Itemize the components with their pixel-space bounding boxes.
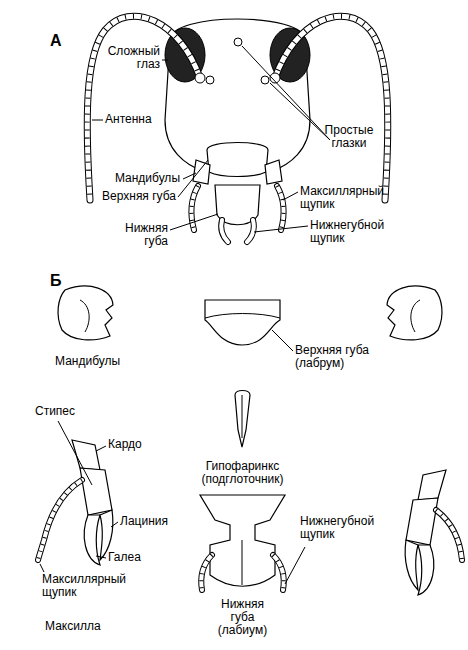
- leader-line: [170, 214, 218, 230]
- maxillary-palp: [191, 186, 198, 230]
- maxillary-palp: [436, 510, 462, 560]
- part-label: Верхняя губа (лабрум): [295, 344, 385, 370]
- antenna-segments: [275, 16, 388, 200]
- maxillary-palp: [38, 480, 82, 560]
- labial-palp: [273, 555, 284, 590]
- stipes: [80, 468, 112, 515]
- maxillary-palp: [436, 510, 462, 560]
- mandible: [193, 160, 210, 184]
- leader-line: [92, 120, 103, 121]
- leader-line: [96, 556, 106, 558]
- maxillary-palp: [277, 186, 284, 230]
- labial-palp: [221, 220, 228, 242]
- leader-line: [58, 421, 92, 485]
- labrum: [205, 300, 280, 345]
- part-label: Гипофаринкс (подглоточник): [185, 460, 300, 486]
- hypopharynx-detail: [242, 395, 243, 438]
- leader-line: [270, 83, 330, 140]
- head-front-view: [87, 16, 388, 242]
- part-label: Мандибулы: [95, 172, 180, 185]
- part-label: Галеа: [108, 551, 158, 564]
- maxillary-palp: [436, 510, 462, 560]
- ocellus: [261, 76, 269, 84]
- mandible-detail: [80, 300, 89, 332]
- lacinia: [405, 540, 418, 590]
- labial-palp: [201, 555, 212, 590]
- leader-line: [242, 46, 330, 140]
- labial-palp: [221, 220, 228, 242]
- maxilla: [38, 440, 113, 565]
- maxillary-palp: [277, 186, 284, 230]
- labium-body: [200, 495, 285, 586]
- labium-detail: [242, 540, 243, 585]
- part-label: Простые глазки: [318, 124, 380, 150]
- leader-line: [283, 192, 298, 200]
- maxillary-palp: [191, 186, 198, 230]
- part-label: Антенна: [105, 113, 165, 126]
- part-label: Нижнегубной щупик: [310, 219, 400, 245]
- panel-letter: Б: [50, 272, 70, 290]
- labial-palp: [247, 220, 254, 242]
- ocellus: [234, 38, 242, 46]
- mandible: [265, 160, 282, 184]
- cardo: [418, 470, 446, 500]
- maxillary-palp: [277, 186, 284, 230]
- mandible: [387, 286, 442, 340]
- antenna-socket: [195, 73, 205, 83]
- stipes: [406, 498, 438, 545]
- ocellus: [206, 76, 214, 84]
- part-label: Мандибулы: [55, 355, 145, 368]
- part-label: Нижняя губа: [113, 222, 168, 248]
- labial-palp: [201, 555, 212, 590]
- part-label: Верхняя губа: [88, 190, 176, 203]
- labial-palp: [247, 220, 254, 242]
- part-label: Сложный глаз: [95, 45, 160, 71]
- part-label: Стипес: [35, 405, 95, 418]
- panel-letter: А: [50, 32, 70, 50]
- hypopharynx: [235, 391, 250, 448]
- maxillary-palp: [38, 480, 82, 560]
- maxillary-palp: [191, 186, 198, 230]
- antenna: [275, 16, 388, 200]
- part-label: Нижнегубной щупик: [300, 515, 390, 541]
- part-label: Кардо: [108, 438, 163, 451]
- part-label: Максиллярный щупик: [300, 185, 395, 211]
- leader-line: [254, 226, 308, 232]
- labial-palp: [201, 555, 212, 590]
- galea: [418, 545, 434, 595]
- labium: [200, 495, 285, 590]
- part-label: Максилла: [45, 620, 125, 633]
- galea: [84, 515, 100, 565]
- labial-palp: [273, 555, 284, 590]
- maxillary-palp: [38, 480, 82, 560]
- leader-line: [111, 522, 118, 527]
- part-label: Лациния: [120, 515, 180, 528]
- mandible-detail: [411, 300, 420, 332]
- leader-line: [285, 547, 305, 584]
- maxilla: [405, 470, 462, 595]
- part-label: Нижняя губа (лабиум): [210, 598, 275, 637]
- leader-line: [40, 564, 44, 572]
- labrum-detail: [205, 314, 280, 319]
- leader-line: [272, 330, 293, 351]
- leader-line: [162, 60, 168, 61]
- antenna: [87, 16, 200, 200]
- separated-mouthparts: [38, 286, 462, 595]
- leader-line: [183, 173, 196, 179]
- leader-lines-a: [92, 46, 330, 232]
- leader-lines-b: [40, 330, 305, 584]
- leader-line: [178, 160, 208, 197]
- mandible: [58, 286, 113, 340]
- labial-palp: [273, 555, 284, 590]
- antenna: [275, 16, 388, 200]
- part-label: Максиллярный щупик: [42, 573, 137, 599]
- antenna-segments: [87, 16, 200, 200]
- leader-line: [96, 446, 106, 451]
- antenna: [87, 16, 200, 200]
- labrum: [207, 143, 268, 177]
